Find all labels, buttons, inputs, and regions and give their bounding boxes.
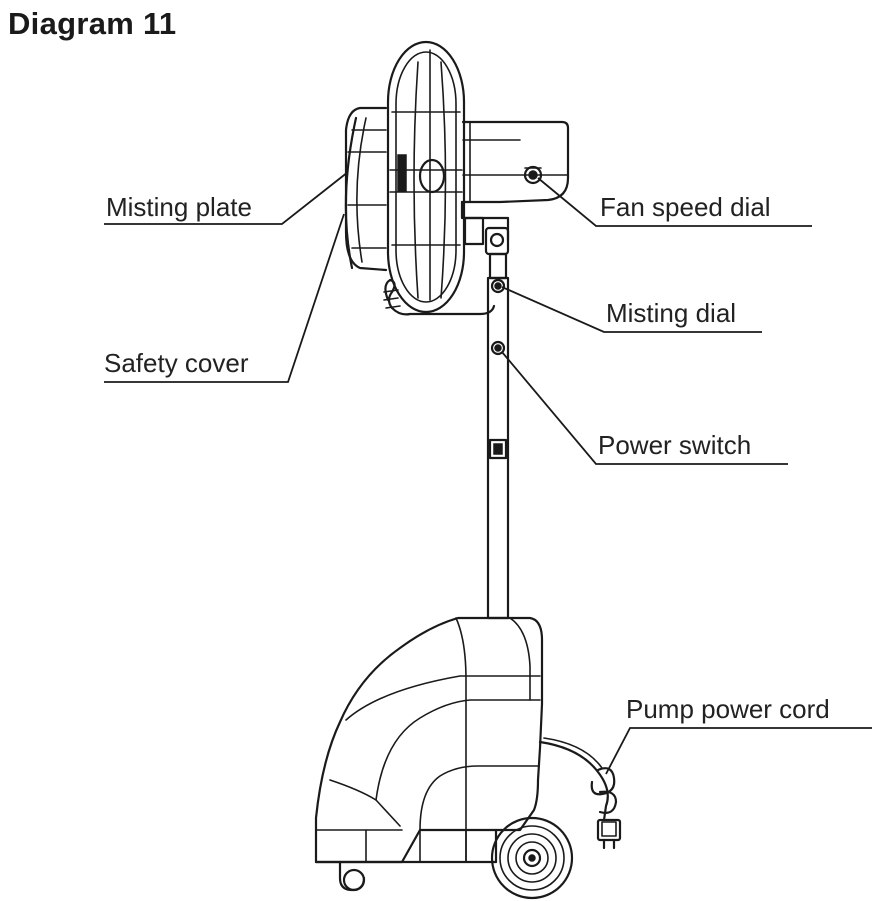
fan-head [344,40,570,316]
power-switch[interactable] [490,340,506,356]
label-power-switch: Power switch [598,430,751,460]
misting-dial[interactable] [490,278,506,294]
leader-fan-speed-dial [537,177,812,227]
label-safety-cover: Safety cover [104,348,249,378]
pole [484,226,510,620]
leader-safety-cover [104,213,345,383]
leader-misting-dial [501,286,762,333]
fan-speed-dial[interactable] [523,165,543,185]
rear-wheel [490,816,574,900]
pump-power-cord [538,737,622,850]
diagram-title: Diagram 11 [8,6,177,41]
label-fan-speed-dial: Fan speed dial [600,192,771,222]
leader-pump-power-cord [605,727,872,775]
water-tank-base [314,616,622,900]
leader-power-switch [501,351,788,465]
label-misting-plate: Misting plate [106,192,252,222]
leader-lines [104,171,872,775]
leader-misting-plate [104,171,349,225]
label-misting-dial: Misting dial [606,298,736,328]
fan-guard [386,40,466,314]
label-pump-power-cord: Pump power cord [626,694,830,724]
safety-cover [344,116,358,270]
